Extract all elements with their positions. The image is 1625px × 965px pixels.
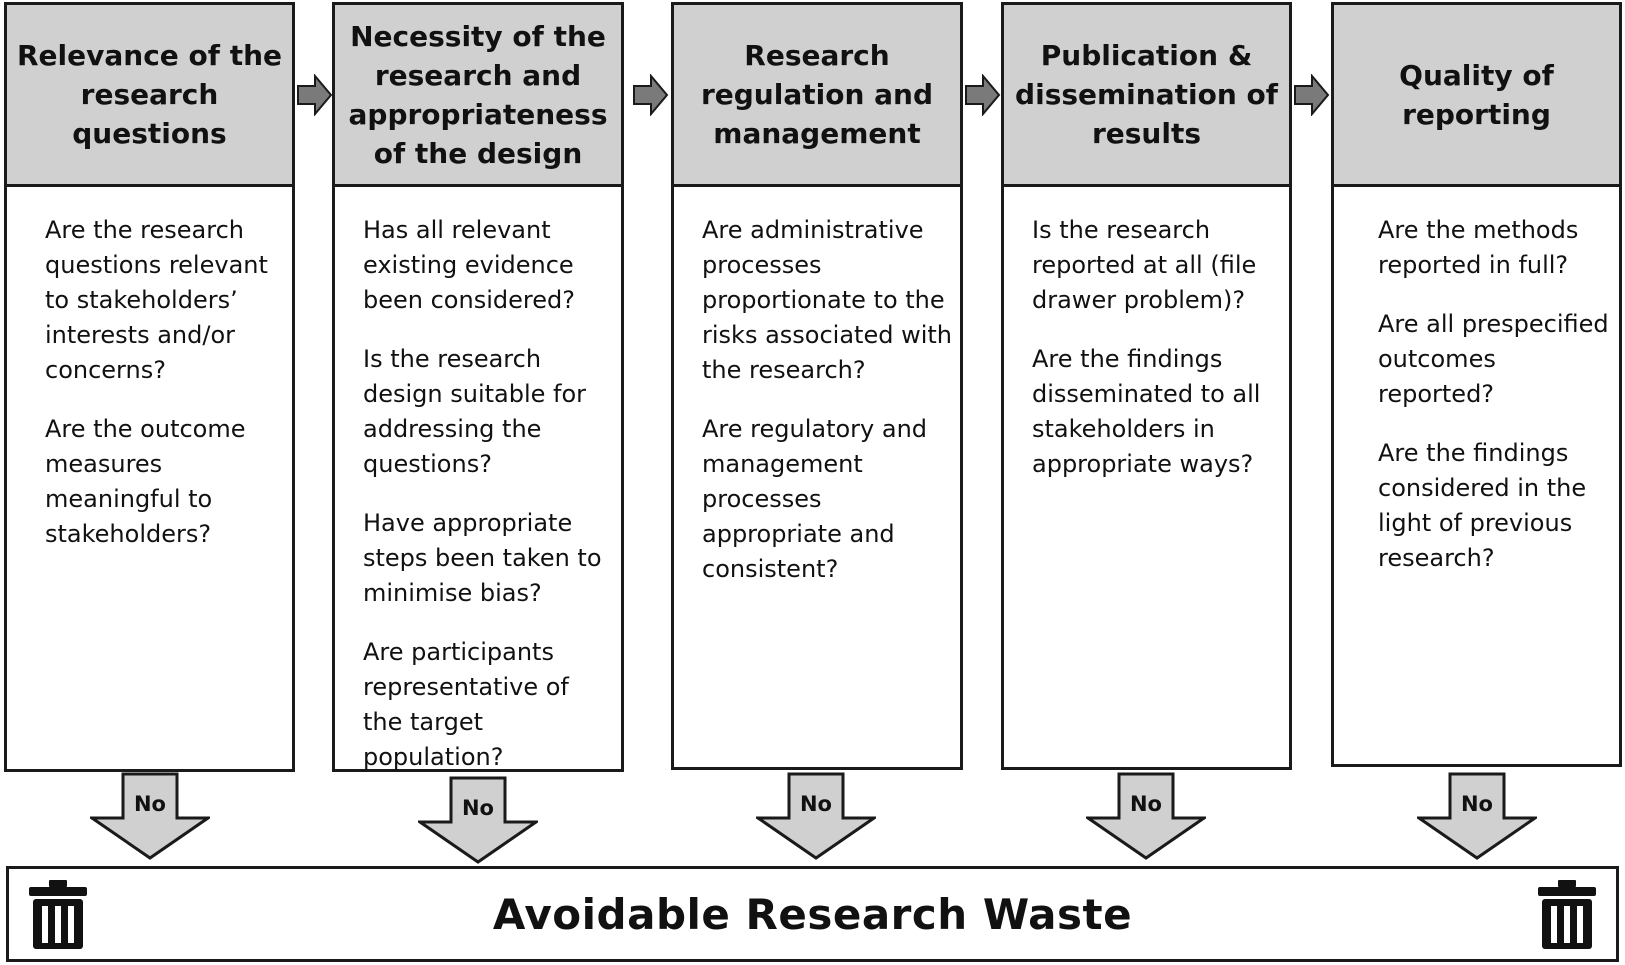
stage-header: Research regulation and management — [674, 5, 960, 187]
no-label: No — [1129, 792, 1162, 816]
question: Is the research reported at all (file dr… — [1032, 216, 1257, 314]
down-arrow-icon — [415, 776, 541, 864]
question: Are participants representative of the t… — [363, 638, 569, 771]
stage-questions: Are the research questions relevant to s… — [7, 187, 292, 769]
question: Are administrative processes proportiona… — [702, 216, 952, 384]
question: Is the research design suitable for addr… — [363, 345, 587, 478]
stage-relevance: Relevance of the research questions Are … — [4, 2, 295, 772]
stage-header: Relevance of the research questions — [7, 5, 292, 187]
stage-header: Publication & dissemination of results — [1004, 5, 1289, 187]
stage-necessity: Necessity of the research and appropriat… — [332, 2, 624, 772]
stage-header: Quality of reporting — [1334, 5, 1619, 187]
question: Has all relevant existing evidence been … — [363, 216, 575, 314]
question: Are regulatory and management processes … — [702, 415, 928, 583]
no-arrow: No — [415, 776, 541, 864]
question: Are the methods reported in full? — [1378, 216, 1579, 279]
stage-regulation: Research regulation and management Are a… — [671, 2, 963, 770]
stage-title: Quality of reporting — [1399, 58, 1554, 131]
no-arrow: No — [1083, 772, 1209, 860]
flow-arrow-icon — [297, 74, 333, 116]
stage-title: Necessity of the research and appropriat… — [348, 19, 608, 170]
down-arrow-icon — [1083, 772, 1209, 860]
down-arrow-icon — [87, 772, 213, 860]
trash-bin-icon — [29, 880, 87, 949]
down-arrow-icon — [753, 772, 879, 860]
stage-reporting: Quality of reporting Are the methods rep… — [1331, 2, 1622, 767]
stage-questions: Are the methods reported in full? Are al… — [1334, 187, 1619, 764]
no-label: No — [799, 792, 832, 816]
stage-questions: Is the research reported at all (file dr… — [1004, 187, 1289, 767]
no-label: No — [133, 792, 166, 816]
question: Are all prespecified outcomes reported? — [1378, 310, 1609, 408]
question: Are the research questions relevant to s… — [45, 216, 268, 384]
no-arrow: No — [87, 772, 213, 860]
stage-title: Publication & dissemination of results — [1015, 39, 1278, 150]
question: Are the findings disseminated to all sta… — [1032, 345, 1261, 478]
no-label: No — [1460, 792, 1493, 816]
stage-header: Necessity of the research and appropriat… — [335, 5, 621, 187]
no-arrow: No — [1414, 772, 1540, 860]
question: Have appropriate steps been taken to min… — [363, 509, 602, 607]
question: Are the outcome measures meaningful to s… — [45, 415, 246, 548]
waste-banner: Avoidable Research Waste — [6, 866, 1619, 962]
down-arrow-icon — [1414, 772, 1540, 860]
question: Are the findings considered in the light… — [1378, 439, 1587, 572]
no-label: No — [461, 796, 494, 820]
trash-bin-icon — [1538, 880, 1596, 949]
stage-questions: Has all relevant existing evidence been … — [335, 187, 621, 771]
stage-questions: Are administrative processes proportiona… — [674, 187, 960, 767]
flow-arrow-icon — [965, 74, 1001, 116]
flow-arrow-icon — [633, 74, 669, 116]
flow-arrow-icon — [1294, 74, 1330, 116]
stage-title: Relevance of the research questions — [16, 39, 283, 150]
stage-publication: Publication & dissemination of results I… — [1001, 2, 1292, 770]
waste-title: Avoidable Research Waste — [492, 889, 1133, 939]
stage-title: Research regulation and management — [700, 39, 934, 150]
no-arrow: No — [753, 772, 879, 860]
